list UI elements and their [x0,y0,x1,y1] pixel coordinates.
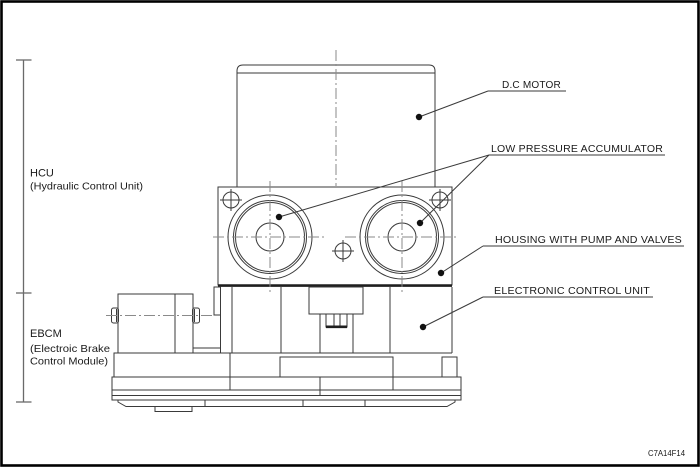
callout-dot [419,323,427,331]
hcu-block-outline [217,186,453,287]
bolt-hole-top-left [220,189,242,211]
label-dc-motor: D.C MOTOR [502,80,561,91]
label-ebcm-full-line2: Control Module) [30,356,108,368]
hcu-ebcm-bracket [16,59,32,403]
label-ebcm-full-line1: (Electroic Brake [30,343,110,355]
dc-motor-outline [236,50,436,187]
bolt-hole-top-right [429,189,451,211]
callout-dot [416,219,424,227]
callout-dot [275,213,283,221]
callout-dot [437,269,445,277]
label-low-pressure-accumulator: LOW PRESSURE ACCUMULATOR [491,144,663,155]
ecu-outline [213,286,453,354]
ecu-base-plates [111,376,462,412]
label-housing-pump-valves: HOUSING WITH PUMP AND VALVES [495,235,682,246]
label-hcu-full: (Hydraulic Control Unit) [30,181,143,193]
callout-dot [415,113,423,121]
callout-leaders [275,90,684,331]
accumulator-left [213,181,327,293]
label-electronic-control-unit: ELECTRONIC CONTROL UNIT [494,286,651,297]
label-ebcm-abbr: EBCM [30,328,62,340]
label-hcu-abbr: HCU [30,168,54,180]
accumulator-right [345,181,459,293]
figure-code: C7A14F14 [648,448,685,458]
bolt-hole-center [332,240,354,262]
